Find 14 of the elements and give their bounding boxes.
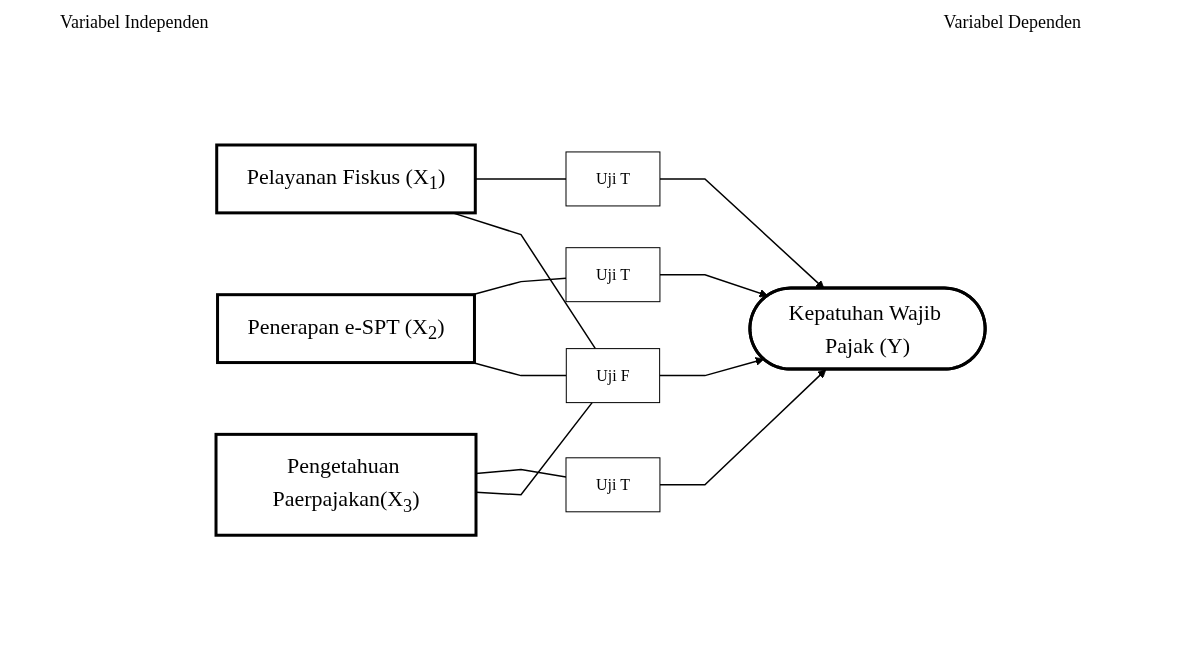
- node-box: Penerapan e-SPT (X$_{2}$): [215, 293, 476, 364]
- connector: [475, 401, 593, 496]
- variable-heading: Variabel Independen: [60, 12, 209, 34]
- connector: [475, 468, 567, 478]
- node-box: Uji F: [565, 348, 661, 403]
- node-box: Pelayanan Fiskus (X$_{1}$): [215, 143, 477, 215]
- node-box: Pengetahuan Paerpajakan(X$_{3}$): [214, 432, 478, 537]
- variable-heading: Variabel Dependen: [943, 12, 1081, 34]
- node-box: Uji T: [565, 247, 661, 303]
- node-box: Uji T: [565, 151, 661, 207]
- arrow: [659, 369, 827, 486]
- arrow: [659, 273, 769, 298]
- node-box: Uji T: [565, 457, 661, 513]
- arrow: [658, 357, 765, 377]
